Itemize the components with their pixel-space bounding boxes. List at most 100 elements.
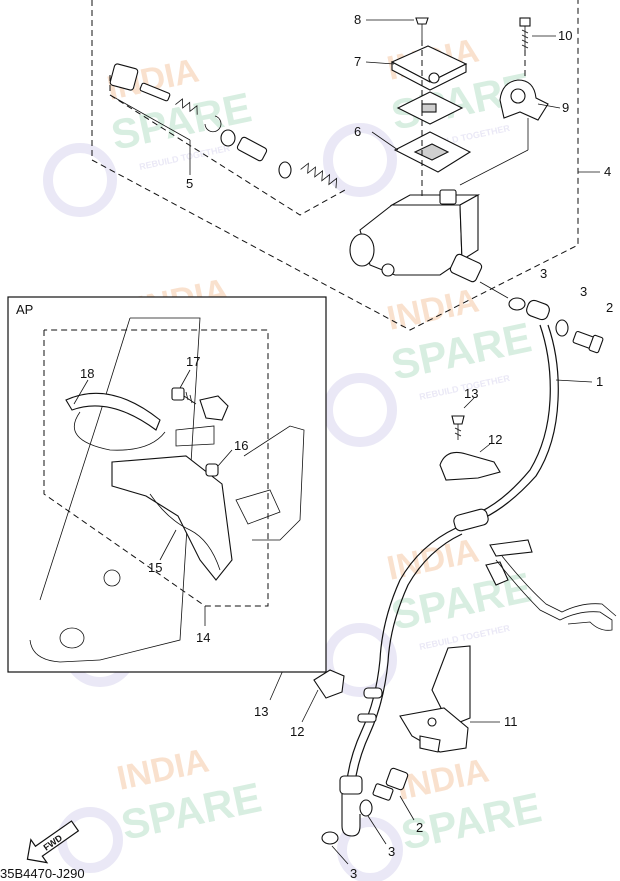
- push-rod-part: [139, 82, 171, 102]
- washer-3-upper: [508, 297, 526, 311]
- callout-numbers: 1 2 2 2 3 3 3 3 4 5 6 7 8 9 10 11 12 12 …: [80, 12, 613, 881]
- leader-13-upper: [463, 397, 475, 409]
- leader-17: [179, 369, 191, 389]
- reservoir-cap-edge: [391, 61, 467, 91]
- lower-banjo: [341, 794, 361, 837]
- seal-part: [278, 161, 292, 179]
- callout-5: 5: [186, 176, 193, 191]
- clamp-leader-diag: [459, 149, 529, 186]
- clamp-bracket-12-lower: [313, 669, 345, 699]
- watermark-tile: INDIA SPARE: [57, 741, 265, 873]
- washer-part: [220, 129, 236, 147]
- sensor-bracket-outline: [243, 425, 305, 541]
- hose-guard-part: [111, 455, 233, 581]
- callout-2-upper: 2: [606, 300, 613, 315]
- fork-bolt-hole: [103, 569, 121, 587]
- switch-bracket-upper: [489, 539, 533, 557]
- union-bolt-lower-shank: [372, 783, 394, 801]
- spring-small-part: [175, 98, 198, 115]
- hose-grommet: [363, 687, 383, 699]
- guard-bracket: [199, 395, 229, 421]
- leader-7: [365, 61, 395, 65]
- leader-2-lower: [399, 795, 415, 821]
- bracket-base: [399, 707, 469, 753]
- watermark-icon: [323, 623, 397, 697]
- callout-11: 11: [504, 714, 518, 729]
- reservoir-port: [439, 189, 457, 205]
- banjo-fitting-upper: [526, 299, 550, 321]
- plate-slot: [421, 103, 437, 113]
- bracket-tab: [419, 735, 441, 753]
- guard-collar-part: [205, 463, 219, 477]
- callout-12-lower: 12: [290, 724, 304, 739]
- watermark-icon: [337, 817, 403, 881]
- ap-inset-label: AP: [16, 302, 33, 317]
- circlip-part: [204, 115, 222, 133]
- clamp-bolt-head: [519, 17, 531, 27]
- lower-hose-fitting: [339, 775, 363, 795]
- ap-inset: AP: [7, 296, 327, 673]
- clamp-bolt-13-head: [451, 415, 465, 425]
- hose-joint: [339, 508, 489, 837]
- cap-screw-head: [415, 17, 429, 25]
- clamp-bolt-13-thread: [454, 424, 462, 440]
- callout-3-lower-a: 3: [388, 844, 395, 859]
- group-boundary-5: [109, 75, 346, 216]
- callout-16: 16: [234, 438, 248, 453]
- hose-clamp-upper: [439, 397, 501, 481]
- master-cylinder-body: [349, 189, 483, 283]
- leader-1: [555, 379, 593, 383]
- leader-18: [73, 379, 89, 405]
- cap-screw-hole: [428, 72, 440, 84]
- brake-hose-upper: [479, 281, 604, 519]
- outlet-fitting: [449, 253, 483, 283]
- leader-12-upper: [479, 443, 491, 453]
- fork-bottom: [29, 639, 101, 663]
- brake-switch-wire: [485, 539, 617, 631]
- watermark-tile: INDIA SPARE: [337, 751, 545, 881]
- cable-band-part: [65, 392, 161, 431]
- fwd-arrow-icon: [26, 820, 80, 864]
- callout-13-upper: 13: [464, 386, 478, 401]
- hose-line-a: [479, 324, 551, 513]
- leader-15: [159, 529, 177, 561]
- boot-part: [109, 63, 139, 91]
- cable-band-loop: [74, 411, 166, 451]
- callout-2-lower: 2: [416, 820, 423, 835]
- callout-12-upper: 12: [488, 432, 502, 447]
- callout-15: 15: [148, 560, 162, 575]
- watermark-icon: [43, 143, 117, 217]
- group-boundary-14: [43, 329, 269, 607]
- watermark-tile: INDIA SPARE REBUILD TOGETHER: [323, 281, 535, 447]
- guard-plate-outline: [175, 425, 215, 447]
- leader-3-lower-a: [367, 815, 387, 845]
- sensor-clip: [235, 489, 281, 525]
- spring-large-part: [300, 162, 338, 189]
- union-bolt-lower-head: [385, 767, 409, 791]
- leader-6: [371, 131, 399, 151]
- master-cylinder-group: [91, 0, 600, 331]
- group-boundary-4: [91, 0, 579, 331]
- hose-grommet-2: [357, 713, 377, 723]
- watermark-icon: [323, 373, 397, 447]
- hose-bracket-11: [399, 645, 500, 753]
- watermark-icon: [57, 807, 123, 873]
- mount-boss: [349, 233, 375, 267]
- callout-18: 18: [80, 366, 94, 381]
- callout-13-lower: 13: [254, 704, 268, 719]
- guard-bolt-thread: [183, 391, 197, 405]
- hose-line-b: [483, 324, 559, 519]
- fwd-arrow: FWD: [26, 820, 80, 864]
- cylinder-side: [459, 194, 479, 261]
- axle-hole: [59, 627, 85, 649]
- callout-3-upper: 3: [540, 266, 547, 281]
- washer-3-lower-a: [359, 799, 373, 817]
- callout-6: 6: [354, 124, 361, 139]
- callout-7: 7: [354, 54, 361, 69]
- hose-line-d: [353, 533, 463, 793]
- callout-9: 9: [562, 100, 569, 115]
- kit-line: [109, 94, 191, 141]
- watermark-icon: [323, 123, 397, 197]
- guard-contour: [149, 493, 221, 571]
